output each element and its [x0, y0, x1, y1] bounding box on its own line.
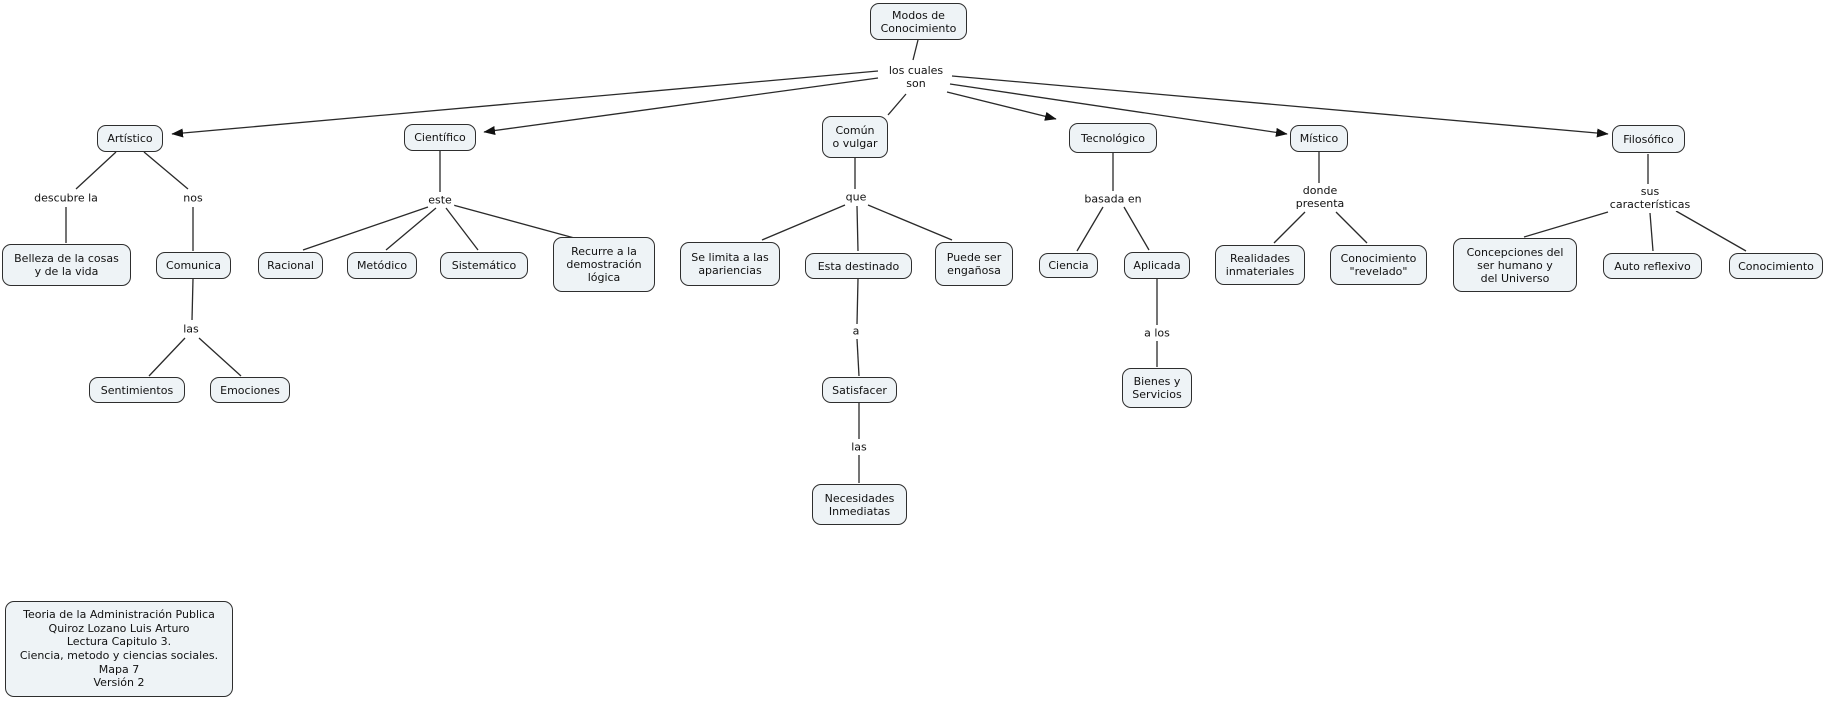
concept-concepciones-universo[interactable]: Concepciones del ser humano y del Univer…: [1453, 238, 1577, 292]
concept-mistico[interactable]: Místico: [1290, 125, 1348, 152]
concept-emociones[interactable]: Emociones: [210, 377, 290, 403]
link-los-cuales-son[interactable]: los cuales son: [886, 64, 946, 90]
link-este[interactable]: este: [426, 193, 454, 207]
link-que[interactable]: que: [843, 190, 869, 204]
concept-conocimiento[interactable]: Conocimiento: [1729, 253, 1823, 279]
map-info-note[interactable]: Teoria de la Administración Publica Quir…: [5, 601, 233, 697]
concept-conocimiento-revelado[interactable]: Conocimiento "revelado": [1330, 245, 1427, 285]
concept-sistematico[interactable]: Sistemático: [440, 252, 528, 279]
concept-metodico[interactable]: Metódico: [347, 252, 417, 279]
concept-auto-reflexivo[interactable]: Auto reflexivo: [1603, 253, 1702, 279]
concept-realidades-inmateriales[interactable]: Realidades inmateriales: [1215, 245, 1305, 285]
concept-tecnologico[interactable]: Tecnológico: [1069, 123, 1157, 153]
link-las-comun[interactable]: las: [849, 440, 869, 454]
concept-artistico[interactable]: Artístico: [97, 125, 163, 152]
link-basada-en[interactable]: basada en: [1082, 192, 1144, 206]
concept-esta-destinado[interactable]: Esta destinado: [805, 253, 912, 279]
link-nos[interactable]: nos: [181, 191, 205, 205]
link-donde-presenta[interactable]: donde presenta: [1293, 184, 1347, 210]
concept-belleza[interactable]: Belleza de la cosas y de la vida: [2, 244, 131, 286]
concept-satisfacer[interactable]: Satisfacer: [822, 377, 897, 403]
concept-se-limita-apariencias[interactable]: Se limita a las apariencias: [680, 242, 780, 286]
concept-puede-ser-enganosa[interactable]: Puede ser engañosa: [935, 242, 1013, 286]
concept-modos-de-conocimiento[interactable]: Modos de Conocimiento: [870, 3, 967, 40]
link-descubre-la[interactable]: descubre la: [32, 191, 100, 205]
concept-comunica[interactable]: Comunica: [156, 252, 231, 279]
concept-recurre-demostracion[interactable]: Recurre a la demostración lógica: [553, 237, 655, 292]
link-sus-caracteristicas[interactable]: sus características: [1607, 185, 1693, 211]
concept-cientifico[interactable]: Científico: [404, 124, 476, 151]
concept-racional[interactable]: Racional: [258, 252, 323, 279]
concept-aplicada[interactable]: Aplicada: [1124, 252, 1190, 279]
concept-comun-o-vulgar[interactable]: Común o vulgar: [822, 116, 888, 158]
link-a-los[interactable]: a los: [1142, 326, 1172, 340]
concept-ciencia[interactable]: Ciencia: [1039, 253, 1098, 278]
link-a[interactable]: a: [850, 324, 862, 338]
link-las-artistico[interactable]: las: [181, 322, 201, 336]
concept-filosofico[interactable]: Filosófico: [1612, 125, 1685, 153]
concept-sentimientos[interactable]: Sentimientos: [89, 377, 185, 403]
concept-necesidades-inmediatas[interactable]: Necesidades Inmediatas: [812, 484, 907, 525]
concept-bienes-servicios[interactable]: Bienes y Servicios: [1122, 368, 1192, 408]
